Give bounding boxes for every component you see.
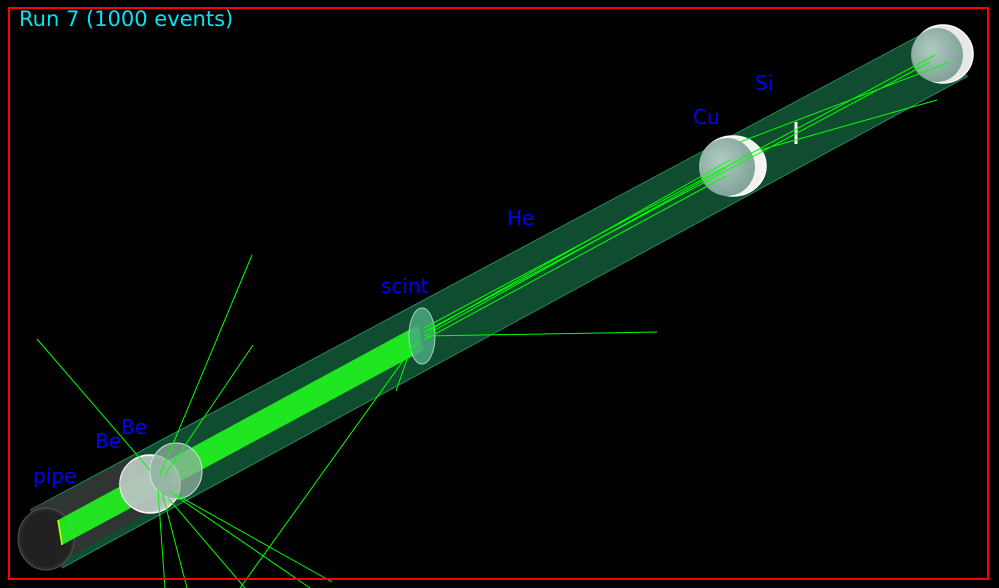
cu-disk — [699, 135, 767, 197]
particle-tracks — [36, 54, 951, 588]
label-scint: scint — [381, 274, 429, 298]
pipe-far-cap — [911, 24, 974, 84]
label-cu: Cu — [693, 105, 720, 129]
label-be-1: Be — [95, 429, 122, 453]
label-he: He — [507, 206, 535, 230]
run-title: Run 7 (1000 events) — [19, 7, 234, 31]
label-pipe: pipe — [33, 464, 77, 488]
be-disk-2 — [149, 442, 203, 500]
label-be-2: Be — [121, 415, 148, 439]
label-si: Si — [755, 71, 774, 95]
